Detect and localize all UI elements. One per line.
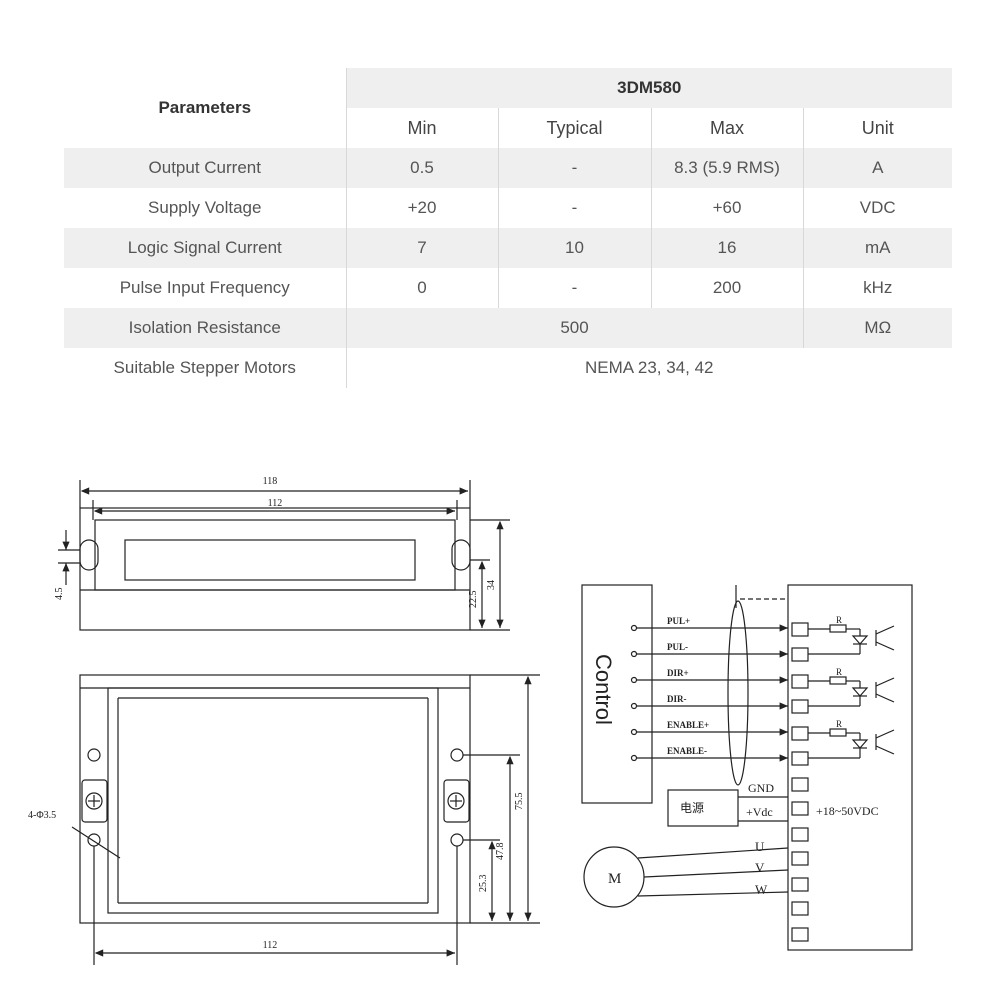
- power-supply-label: 电源: [680, 801, 704, 815]
- driver-top-view: [58, 480, 510, 631]
- row-label: Output Current: [64, 148, 347, 188]
- dim-overall-width: 118: [263, 476, 278, 487]
- dim-hole-offset: 4.5: [54, 588, 65, 601]
- signal-lines: [630, 624, 788, 762]
- phase-w-label: W: [755, 882, 768, 897]
- resistor-label-2: R: [836, 667, 842, 677]
- cell-max: +60: [651, 188, 804, 228]
- phase-u-label: U: [755, 839, 765, 854]
- dim-hole-lower: 25.3: [478, 875, 489, 893]
- cell-typical: -: [498, 268, 652, 308]
- table-row: Pulse Input Frequency 0 - 200 kHz: [64, 268, 952, 308]
- phase-v-label: V: [755, 860, 765, 875]
- signal-pul-plus: PUL+: [667, 616, 690, 626]
- dim-hole-spec: 4-Φ3.5: [28, 810, 56, 821]
- cell-typical: -: [498, 148, 652, 188]
- table-row: Isolation Resistance 500 MΩ: [64, 308, 953, 348]
- cell-value: 500: [346, 308, 804, 348]
- table-row: Suitable Stepper Motors NEMA 23, 34, 42: [64, 348, 952, 388]
- dim-length: 75.5: [514, 793, 525, 811]
- table-row: Logic Signal Current 7 10 16 mA: [64, 228, 953, 268]
- col-min-header: Min: [346, 108, 499, 148]
- cell-max: 8.3 (5.9 RMS): [651, 148, 804, 188]
- signal-dir-minus: DIR-: [667, 694, 687, 704]
- col-max-header: Max: [651, 108, 804, 148]
- dim-hole-spacing-top: 112: [268, 498, 283, 509]
- cell-unit: MΩ: [803, 308, 953, 348]
- terminal-block: [791, 622, 809, 942]
- cell-unit: A: [803, 148, 953, 188]
- dim-hole-center: 47.8: [495, 843, 506, 861]
- col-typical-header: Typical: [498, 108, 652, 148]
- signal-enable-minus: ENABLE-: [667, 746, 707, 756]
- cell-min: 0: [346, 268, 499, 308]
- cell-min: +20: [346, 188, 499, 228]
- row-label: Logic Signal Current: [64, 228, 347, 268]
- table-row: Output Current 0.5 - 8.3 (5.9 RMS) A: [64, 148, 953, 188]
- optocoupler-1: [808, 624, 895, 655]
- cell-unit: VDC: [859, 198, 896, 217]
- table-row: Supply Voltage +20 - +60 VDC: [64, 188, 952, 228]
- resistor-label-1: R: [836, 615, 842, 625]
- cell-unit: mA: [803, 228, 953, 268]
- technical-drawing: 118 112 4.5 22.5 34 4-Φ3.5 7: [28, 476, 913, 965]
- cell-min: 0.5: [346, 148, 499, 188]
- signal-dir-plus: DIR+: [667, 668, 689, 678]
- resistor-label-3: R: [836, 719, 842, 729]
- optocoupler-2: [808, 676, 895, 707]
- model-header: 3DM580: [346, 68, 953, 108]
- wiring-diagram: [581, 584, 913, 951]
- dim-hole-spacing-bottom: 112: [263, 940, 278, 951]
- cell-max: 200: [651, 268, 804, 308]
- row-label: Pulse Input Frequency: [64, 268, 347, 308]
- row-label: Isolation Resistance: [64, 308, 347, 348]
- driver-box: [787, 584, 913, 951]
- cell-typical: -: [498, 188, 652, 228]
- col-unit-header: Unit: [861, 117, 894, 138]
- driver-plan-view: [71, 674, 540, 965]
- optocoupler-3: [808, 728, 895, 759]
- dim-height-inner: 22.5: [468, 591, 479, 609]
- controller-label: Control: [591, 654, 616, 725]
- parameters-header: Parameters: [64, 68, 347, 148]
- dim-height-total: 34: [486, 580, 497, 590]
- cell-typical: 10: [498, 228, 652, 268]
- row-label: Suitable Stepper Motors: [64, 348, 347, 388]
- signal-pul-minus: PUL-: [667, 642, 688, 652]
- cell-max: 16: [651, 228, 804, 268]
- controller-box: [581, 584, 653, 804]
- cell-min: 7: [346, 228, 499, 268]
- motor-label: M: [608, 871, 621, 887]
- gnd-label: GND: [748, 781, 774, 795]
- spec-table: Parameters 3DM580 Min Typical Max Unit O…: [64, 68, 953, 388]
- vdc-label: +Vdc: [746, 805, 773, 819]
- voltage-range-label: +18~50VDC: [816, 804, 879, 818]
- power-supply-box: [667, 789, 739, 827]
- cell-value: NEMA 23, 34, 42: [584, 358, 714, 377]
- row-label: Supply Voltage: [64, 188, 347, 228]
- cell-unit: kHz: [863, 278, 893, 297]
- signal-enable-plus: ENABLE+: [667, 720, 709, 730]
